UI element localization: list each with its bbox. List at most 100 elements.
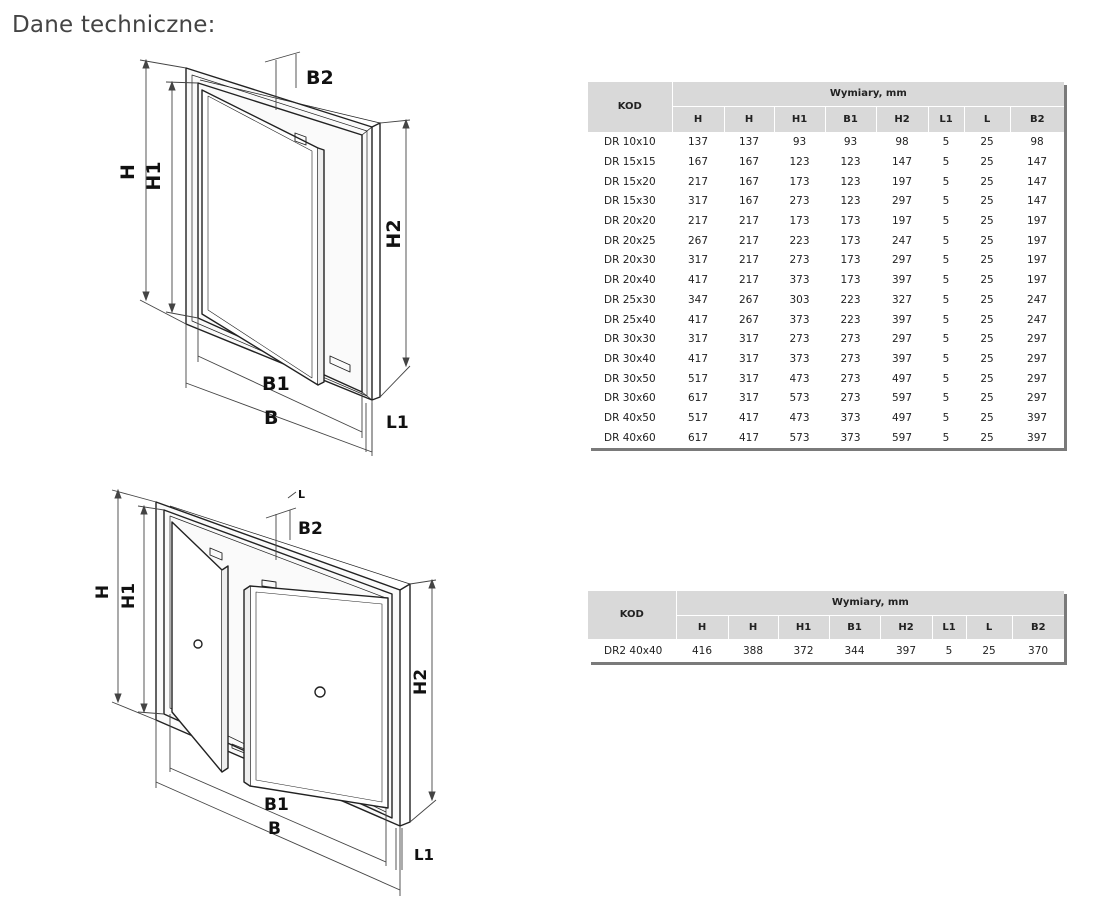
dimension-cell: 223 bbox=[789, 234, 810, 247]
dimension-cell: 297 bbox=[891, 195, 913, 208]
dimension-cell: 344 bbox=[844, 644, 865, 657]
label-L1: L1 bbox=[386, 413, 409, 433]
dimension-cell: 597 bbox=[891, 392, 913, 405]
product-code: DR 20x20 bbox=[604, 215, 656, 228]
dimension-cell: 370 bbox=[1028, 644, 1049, 657]
group-header: Wymiary, mm bbox=[675, 591, 1065, 616]
product-code: DR 40x60 bbox=[604, 431, 656, 444]
dimension-cell: 297 bbox=[891, 333, 913, 346]
dimension-cell: 98 bbox=[895, 136, 909, 149]
section-heading: Dane techniczne: bbox=[12, 12, 216, 38]
column-header: H bbox=[675, 615, 728, 640]
dimension-cell: 173 bbox=[840, 215, 861, 228]
product-code: DR 20x40 bbox=[604, 274, 656, 287]
dimension-cell: 273 bbox=[840, 372, 861, 385]
dimension-cell: 267 bbox=[687, 234, 709, 247]
dimension-cell: 247 bbox=[1027, 293, 1048, 306]
label-L1-double: L1 bbox=[414, 846, 434, 864]
spec-table-single: KOD Wymiary, mm H H H1 B1 H2 L1 L B2 DR … bbox=[588, 82, 1065, 448]
dimension-cell: 597 bbox=[891, 431, 913, 444]
dimension-cell: 25 bbox=[980, 431, 994, 444]
dimension-cell: 397 bbox=[891, 274, 913, 287]
product-code: DR 30x40 bbox=[604, 352, 656, 365]
dimension-cell: 297 bbox=[1027, 372, 1048, 385]
dimension-cell: 5 bbox=[942, 293, 950, 306]
dimension-cell: 273 bbox=[840, 392, 861, 405]
dimension-cell: 25 bbox=[980, 175, 994, 188]
column-header: B1 bbox=[824, 106, 876, 133]
dimension-cell: 473 bbox=[789, 372, 810, 385]
dimension-cell: 617 bbox=[687, 431, 709, 444]
dimension-cell: 197 bbox=[891, 215, 913, 228]
label-H2: H2 bbox=[383, 219, 405, 248]
label-L-double: L bbox=[298, 488, 305, 501]
column-header: H bbox=[723, 106, 774, 133]
label-B2-double: B2 bbox=[298, 519, 323, 539]
column-header: L bbox=[963, 106, 1010, 133]
dimension-cell: 303 bbox=[789, 293, 810, 306]
dimension-cell: 25 bbox=[980, 411, 994, 424]
dimension-cell: 5 bbox=[942, 136, 950, 149]
dimension-cell: 123 bbox=[840, 175, 861, 188]
dimension-cell: 25 bbox=[980, 313, 994, 326]
product-code: DR2 40x40 bbox=[604, 644, 663, 657]
dimension-cell: 317 bbox=[738, 352, 760, 365]
dimension-cell: 373 bbox=[789, 352, 810, 365]
dimension-cell: 93 bbox=[843, 136, 858, 149]
dimension-cell: 167 bbox=[738, 156, 760, 169]
dimension-cell: 25 bbox=[980, 372, 994, 385]
kod-header: KOD bbox=[588, 82, 672, 133]
dimension-cell: 197 bbox=[1027, 215, 1048, 228]
dimension-cell: 5 bbox=[942, 333, 950, 346]
dimension-cell: 297 bbox=[891, 254, 913, 267]
dimension-cell: 317 bbox=[738, 392, 760, 405]
dimension-cell: 167 bbox=[687, 156, 709, 169]
dimension-cell: 93 bbox=[792, 136, 807, 149]
dimension-cell: 167 bbox=[738, 175, 760, 188]
dimension-cell: 273 bbox=[840, 333, 861, 346]
dimension-cell: 147 bbox=[1027, 156, 1048, 169]
column-header: B2 bbox=[1011, 615, 1065, 640]
dimension-cell: 217 bbox=[738, 215, 760, 228]
dimension-cell: 197 bbox=[891, 175, 913, 188]
dimension-cell: 173 bbox=[840, 274, 861, 287]
dimension-cell: 573 bbox=[789, 392, 810, 405]
dimension-cell: 373 bbox=[840, 431, 861, 444]
dimension-cell: 417 bbox=[687, 352, 709, 365]
label-B1: B1 bbox=[262, 373, 290, 395]
dimension-cell: 397 bbox=[891, 313, 913, 326]
column-header: B1 bbox=[828, 615, 880, 640]
column-header: L bbox=[965, 615, 1012, 640]
product-code: DR 15x20 bbox=[604, 175, 656, 188]
dimension-cell: 217 bbox=[687, 215, 709, 228]
product-code: DR 20x25 bbox=[604, 234, 656, 247]
group-header: Wymiary, mm bbox=[671, 82, 1065, 107]
dimension-cell: 223 bbox=[840, 313, 861, 326]
dimension-cell: 397 bbox=[1027, 431, 1048, 444]
dimension-cell: 317 bbox=[738, 372, 760, 385]
dimension-cell: 98 bbox=[1030, 136, 1044, 149]
dimension-cell: 473 bbox=[789, 411, 810, 424]
dimension-cell: 25 bbox=[980, 293, 994, 306]
product-code: DR 30x50 bbox=[604, 372, 656, 385]
spec-table-double: KOD Wymiary, mm H H H1 B1 H2 L1 L B2 DR2… bbox=[588, 591, 1065, 662]
dimension-cell: 247 bbox=[1027, 313, 1048, 326]
dimension-cell: 25 bbox=[980, 333, 994, 346]
dimension-cell: 5 bbox=[942, 254, 950, 267]
dimension-cell: 147 bbox=[1027, 195, 1048, 208]
dimension-cell: 417 bbox=[687, 313, 709, 326]
column-header: H1 bbox=[777, 615, 829, 640]
dimension-cell: 273 bbox=[840, 352, 861, 365]
dimension-cell: 25 bbox=[980, 274, 994, 287]
label-B: B bbox=[264, 407, 278, 429]
dimension-cell: 372 bbox=[793, 644, 814, 657]
dimension-cell: 25 bbox=[980, 136, 994, 149]
column-header: H1 bbox=[773, 106, 825, 133]
dimension-cell: 267 bbox=[738, 313, 760, 326]
dimension-cell: 5 bbox=[942, 215, 950, 228]
